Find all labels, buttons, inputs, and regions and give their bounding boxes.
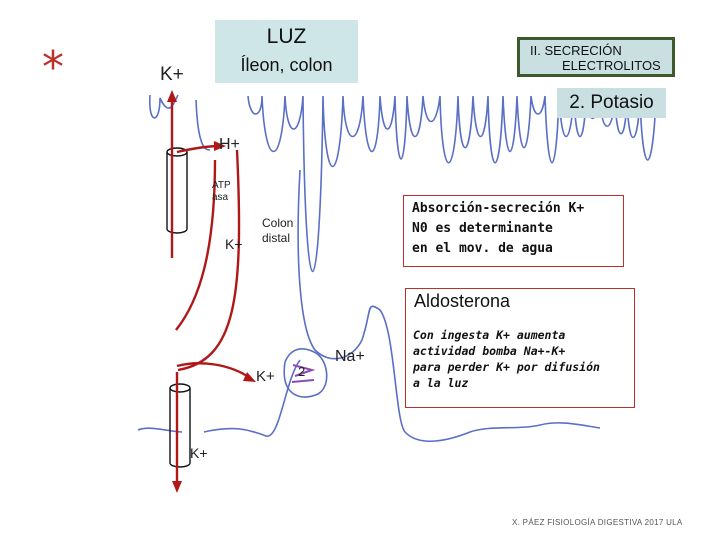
footer-credit: X. PÁEZ FISIOLOGÍA DIGESTIVA 2017 ULA — [512, 518, 683, 527]
potassium-label-top: K+ — [160, 64, 184, 85]
aldosterone-note-box: Aldosterona Con ingesta K+ aumenta activi… — [405, 288, 635, 408]
pump-number: 2 — [298, 364, 305, 379]
potassium-label-bottom: K+ — [190, 445, 208, 461]
hydrogen-label: H+ — [219, 136, 240, 153]
aldosterone-line1: Con ingesta K+ aumenta — [413, 328, 566, 342]
topic-box: 2. Potasio — [557, 88, 666, 118]
atpase-label-line2: asa — [212, 192, 229, 203]
na-k-pump — [283, 348, 328, 398]
colon-label-line1: Colon — [262, 216, 294, 230]
aldosterone-title: Aldosterona — [414, 291, 511, 311]
potassium-flow-arrows — [167, 90, 256, 493]
sodium-label: Na+ — [335, 348, 365, 365]
potassium-label-lower: K+ — [256, 368, 275, 385]
potassium-label-atpase: K+ — [225, 236, 243, 252]
absorption-note-line1: Absorción-secreción K+ — [412, 201, 585, 216]
colon-label-line2: distal — [262, 231, 291, 245]
section-title-line1: II. SECRECIÓN — [530, 43, 622, 58]
section-title-line2: ELECTROLITOS — [562, 58, 661, 73]
lumen-title-box: LUZ Íleon, colon — [215, 20, 358, 83]
crypt-outline — [137, 169, 601, 443]
absorption-note-box: Absorción-secreción K+ N0 es determinante… — [403, 195, 624, 267]
lumen-title: LUZ — [266, 25, 307, 48]
star-icon: * — [42, 42, 64, 93]
aldosterone-line2: actividad bomba Na+-K+ — [413, 344, 566, 358]
cell-cylinder-upper — [166, 147, 188, 234]
absorption-note-line3: en el mov. de agua — [412, 241, 553, 256]
aldosterone-text: Con ingesta K+ aumenta actividad bomba Na… — [413, 327, 600, 391]
aldosterone-line3: para perder K+ por difusión — [413, 360, 600, 374]
section-title-box: II. SECRECIÓN ELECTROLITOS — [517, 37, 675, 77]
lumen-subtitle: Íleon, colon — [240, 55, 333, 75]
colon-distal-label: Colon distal — [262, 216, 293, 246]
cell-cylinder-lower — [169, 383, 191, 468]
aldosterone-line4: a la luz — [413, 376, 469, 390]
atpase-label: ATP asa — [212, 180, 231, 204]
atpase-label-line1: ATP — [212, 180, 231, 191]
pump-marks — [291, 364, 316, 383]
absorption-note-line2: N0 es determinante — [412, 221, 553, 236]
